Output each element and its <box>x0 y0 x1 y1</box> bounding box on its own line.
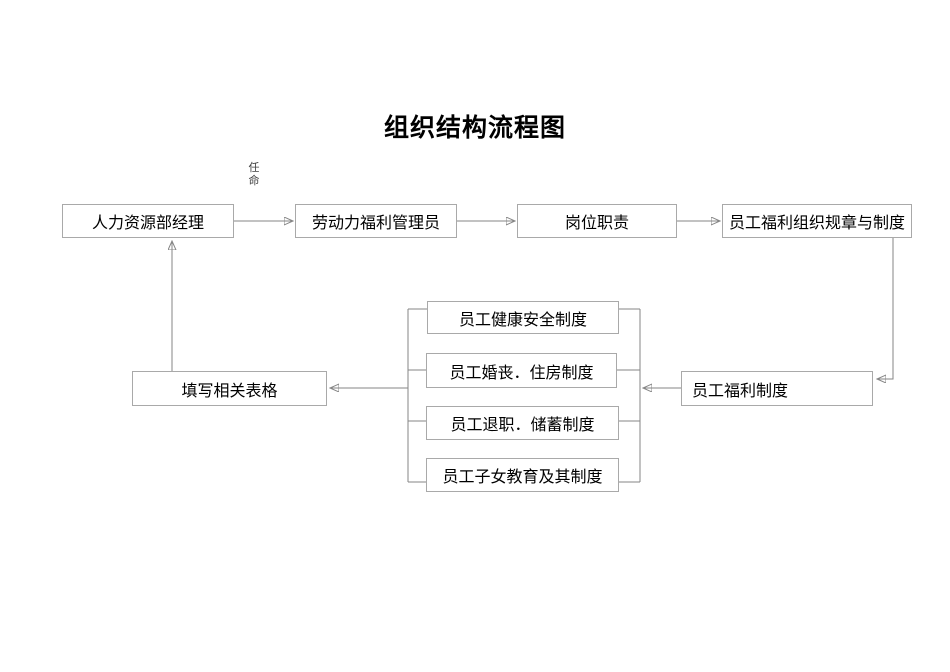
node-marriage-housing: 员工婚丧．住房制度 <box>426 353 617 388</box>
node-welfare-admin: 劳动力福利管理员 <box>295 204 457 238</box>
edge-label-appointment: 任 命 <box>248 161 260 187</box>
node-fill-forms: 填写相关表格 <box>132 371 327 406</box>
node-org-rules: 员工福利组织规章与制度 <box>722 204 912 238</box>
node-health-safety: 员工健康安全制度 <box>427 301 619 334</box>
page-title: 组织结构流程图 <box>383 113 566 142</box>
node-hr-manager: 人力资源部经理 <box>62 204 234 238</box>
node-retirement-savings: 员工退职．储蓄制度 <box>426 406 619 440</box>
node-job-duties: 岗位职责 <box>517 204 677 238</box>
arrow-rules-to-welfare <box>877 238 894 379</box>
node-welfare-system: 员工福利制度 <box>681 371 873 406</box>
node-children-education: 员工子女教育及其制度 <box>426 458 619 492</box>
